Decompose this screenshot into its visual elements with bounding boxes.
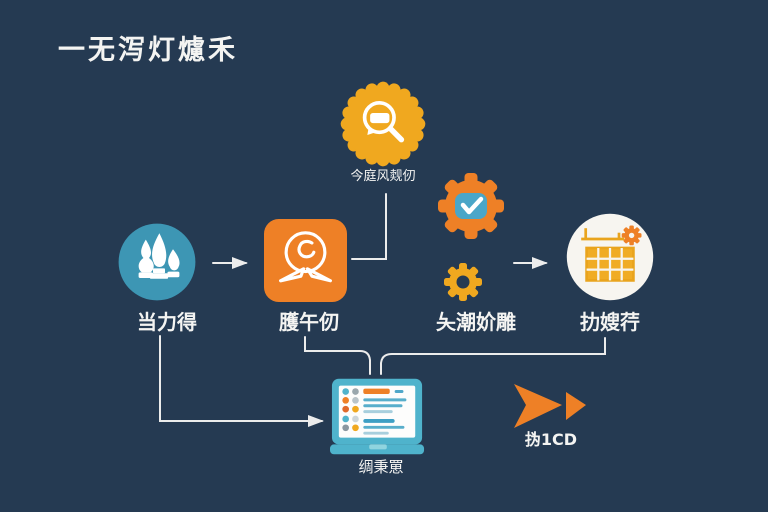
profile-label: 臒午仞 xyxy=(279,310,339,334)
monitor-list-icon xyxy=(330,378,425,455)
magnifier-badge-icon xyxy=(340,81,426,167)
magnifier-glyph xyxy=(362,101,405,143)
bottle-shapes xyxy=(138,233,180,279)
edge-profile-monitor xyxy=(304,336,371,375)
bottles-label: 当力得 xyxy=(137,310,197,334)
small-gear xyxy=(444,263,482,301)
screen-text-lines xyxy=(363,388,407,435)
play-label: 㧑1CD xyxy=(524,430,578,449)
calendar-label: 扐嫂荇 xyxy=(580,310,640,334)
search-badge-label: 今庭风觌仞 xyxy=(350,169,416,184)
monitor-label: 绸秉罳 xyxy=(358,458,404,476)
checkmark-glyph xyxy=(460,196,484,215)
edge-profile-badge xyxy=(351,193,387,260)
page-title: 一无泻灯爈禾 xyxy=(58,35,238,66)
screen-icon-column xyxy=(342,388,359,432)
gears-check-icon xyxy=(438,173,504,301)
calendar-frame xyxy=(581,228,625,241)
gears-label: 夨潮妎雕 xyxy=(436,310,516,334)
mini-gear xyxy=(621,225,642,246)
edge-calendar-monitor xyxy=(380,337,606,375)
fast-forward-icon xyxy=(514,384,586,428)
edge-bottles-monitor xyxy=(159,335,324,427)
calendar-gear-icon xyxy=(566,213,654,301)
bottles-icon xyxy=(118,223,196,301)
person-award-icon xyxy=(264,219,347,302)
calendar-grid-lines xyxy=(586,248,634,281)
big-gear xyxy=(438,173,504,239)
